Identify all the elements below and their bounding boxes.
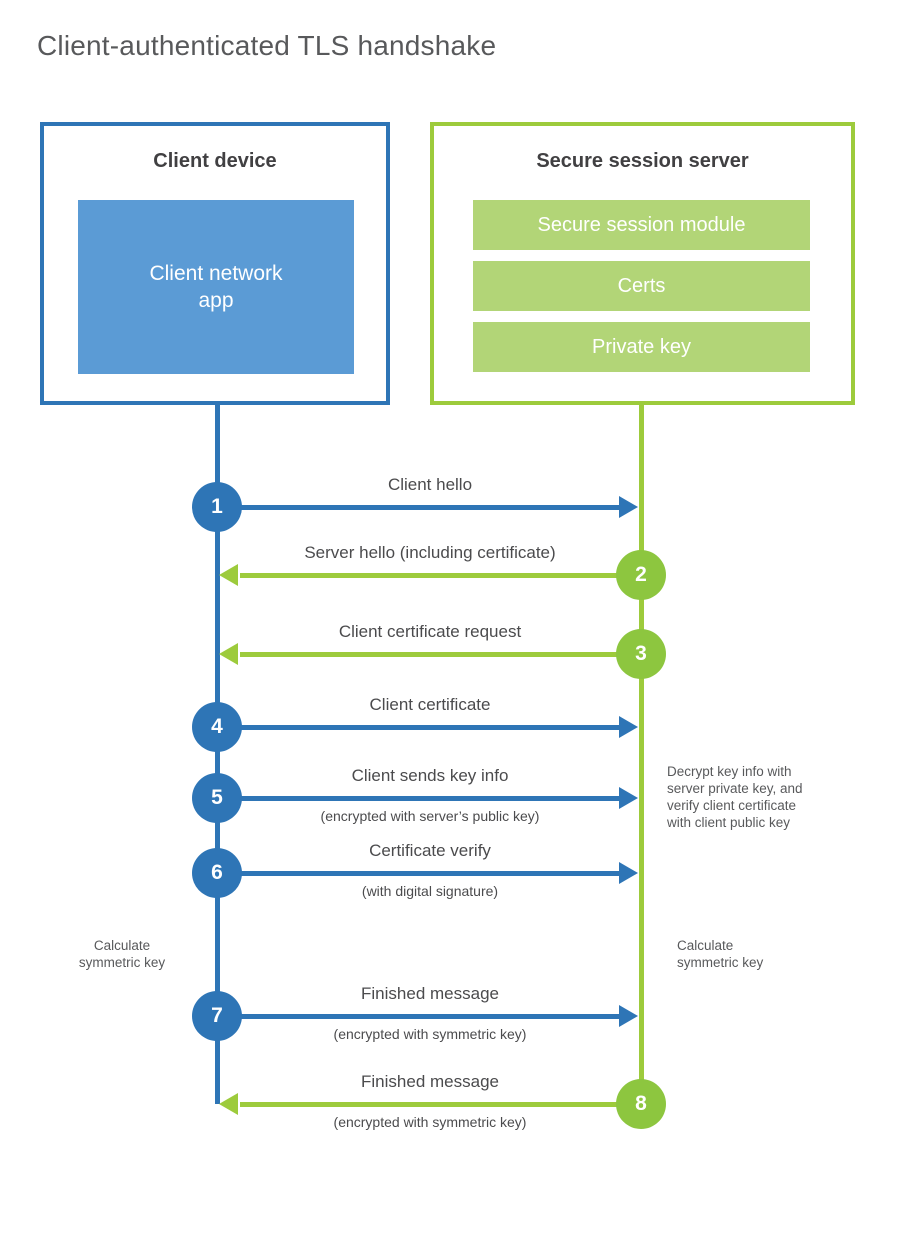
step-label: Certificate verify	[369, 841, 491, 860]
arrow-left-icon	[219, 643, 238, 665]
server-module-secure-session: Secure session module	[473, 200, 810, 250]
step-number: 1	[211, 495, 223, 518]
step-number: 7	[211, 1004, 223, 1027]
note-calculate-symmetric-key-server: Calculate symmetric key	[677, 938, 764, 970]
arrow-line	[240, 871, 620, 876]
step-sublabel: (with digital signature)	[361, 883, 499, 899]
arrow-right-icon	[619, 787, 638, 809]
step-number: 5	[211, 786, 223, 809]
step-label: Client certificate	[369, 695, 491, 714]
server-module-private-key: Private key	[473, 322, 810, 372]
step-label: Finished message	[361, 1072, 499, 1091]
step-label: Client sends key info	[351, 766, 509, 785]
server-module-certs: Certs	[473, 261, 810, 311]
secure-session-server-title: Secure session server	[536, 150, 749, 172]
note-calculate-symmetric-key-client: Calculate symmetric key	[78, 938, 166, 970]
arrow-line	[240, 725, 620, 730]
step-label: Client hello	[387, 475, 473, 494]
arrow-line	[240, 796, 620, 801]
page-title: Client-authenticated TLS handshake	[37, 30, 497, 61]
note-decrypt-key-info: Decrypt key info with server private key…	[667, 764, 803, 830]
step-number: 8	[635, 1092, 647, 1115]
server-lifeline	[639, 405, 644, 1104]
step-sublabel: (encrypted with symmetric key)	[333, 1026, 527, 1042]
arrow-line	[240, 1014, 620, 1019]
client-device-box: Client device Client network app	[40, 122, 390, 405]
arrow-left-icon	[219, 564, 238, 586]
secure-session-server-box: Secure session server Secure session mod…	[430, 122, 855, 405]
arrow-line	[240, 1102, 620, 1107]
step-label: Finished message	[361, 984, 499, 1003]
step-number-badge: 4	[192, 702, 242, 752]
step-number-badge: 7	[192, 991, 242, 1041]
step-number-badge: 2	[616, 550, 666, 600]
step-number: 4	[211, 715, 223, 738]
arrow-right-icon	[619, 496, 638, 518]
step-sublabel: (encrypted with server’s public key)	[320, 808, 540, 824]
step-number: 3	[635, 642, 647, 665]
arrow-line	[240, 652, 620, 657]
step-number: 2	[635, 563, 647, 586]
arrow-right-icon	[619, 1005, 638, 1027]
client-device-title: Client device	[153, 150, 277, 172]
step-number-badge: 5	[192, 773, 242, 823]
step-label: Client certificate request	[338, 622, 522, 641]
arrow-line	[240, 573, 620, 578]
step-number-badge: 1	[192, 482, 242, 532]
client-lifeline	[215, 405, 220, 1104]
arrow-right-icon	[619, 862, 638, 884]
step-sublabel: (encrypted with symmetric key)	[333, 1114, 527, 1130]
arrow-line	[240, 505, 620, 510]
arrow-right-icon	[619, 716, 638, 738]
step-number-badge: 6	[192, 848, 242, 898]
step-number-badge: 8	[616, 1079, 666, 1129]
step-number: 6	[211, 861, 223, 884]
arrow-left-icon	[219, 1093, 238, 1115]
step-number-badge: 3	[616, 629, 666, 679]
client-network-app-box: Client network app	[78, 200, 354, 374]
step-label: Server hello (including certificate)	[304, 543, 556, 562]
